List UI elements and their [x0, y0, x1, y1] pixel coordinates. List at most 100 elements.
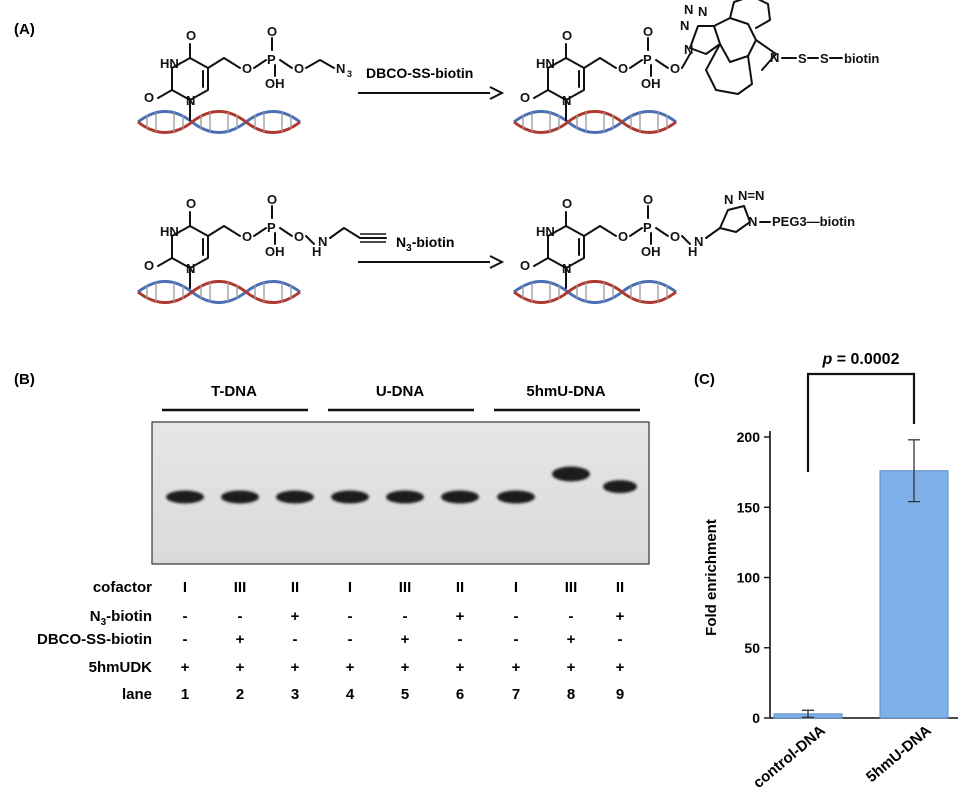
svg-text:O: O — [520, 90, 530, 105]
svg-text:N: N — [694, 234, 703, 249]
table-cell: - — [238, 608, 243, 625]
gel-band-lane-7 — [497, 490, 535, 504]
svg-text:HN: HN — [160, 224, 179, 239]
table-cell: II — [616, 579, 624, 596]
svg-text:O: O — [618, 229, 628, 244]
svg-text:O: O — [294, 229, 304, 244]
svg-text:H: H — [312, 244, 321, 259]
x-tick-label: control-DNA — [750, 722, 829, 792]
svg-text:N: N — [684, 42, 693, 57]
svg-text:P: P — [643, 52, 652, 67]
svg-text:O: O — [144, 90, 154, 105]
svg-text:S: S — [798, 51, 807, 66]
table-cell: - — [458, 631, 463, 648]
table-cell: - — [514, 631, 519, 648]
table-cell: I — [183, 579, 187, 596]
table-cell: I — [348, 579, 352, 596]
table-cell: - — [514, 608, 519, 625]
y-tick-label: 150 — [737, 499, 761, 515]
reagent-1: DBCO-SS-biotin — [366, 65, 473, 81]
gel-band-lane-3 — [276, 490, 314, 504]
table-cell: + — [401, 659, 410, 676]
panel-b-label: (B) — [14, 371, 35, 388]
svg-text:N: N — [680, 18, 689, 33]
gel-band-lane-1 — [166, 490, 204, 504]
product-2: HN O O N O P O OH O H N N N=N N PEG3—bio… — [512, 188, 855, 304]
svg-text:O: O — [670, 229, 680, 244]
svg-text:O: O — [144, 258, 154, 273]
svg-text:N=N: N=N — [738, 188, 764, 203]
table-cell: - — [183, 608, 188, 625]
svg-text:N: N — [318, 234, 327, 249]
reagent-2: N3-biotin — [396, 234, 454, 254]
reactant-1: HN O O N O P O OH O N 3 — [136, 24, 352, 134]
svg-text:OH: OH — [265, 244, 285, 259]
table-cell: III — [565, 579, 578, 596]
product-1: HN O O N O P O OH O N N N N N — [512, 0, 879, 134]
svg-text:N: N — [186, 93, 195, 108]
table-cell: + — [181, 659, 190, 676]
svg-text:3: 3 — [347, 69, 352, 79]
table-row-label: lane — [122, 686, 152, 703]
svg-text:N: N — [562, 93, 571, 108]
table-cell: - — [403, 608, 408, 625]
svg-text:S: S — [820, 51, 829, 66]
svg-text:P: P — [643, 220, 652, 235]
svg-text:P: P — [267, 52, 276, 67]
svg-text:N: N — [770, 50, 779, 65]
svg-text:O: O — [562, 196, 572, 211]
table-cell: + — [236, 631, 245, 648]
x-tick-label: 5hmU-DNA — [863, 722, 935, 786]
svg-text:HN: HN — [160, 56, 179, 71]
table-cell: 8 — [567, 686, 575, 703]
y-tick-label: 0 — [752, 710, 760, 726]
svg-text:biotin: biotin — [844, 51, 879, 66]
table-cell: II — [291, 579, 299, 596]
svg-text:N: N — [562, 261, 571, 276]
table-cell: - — [348, 631, 353, 648]
svg-text:OH: OH — [641, 244, 661, 259]
p-value-label: p = 0.0002 — [822, 351, 900, 368]
svg-text:O: O — [618, 61, 628, 76]
table-cell: - — [183, 631, 188, 648]
table-cell: + — [567, 659, 576, 676]
table-cell: 7 — [512, 686, 520, 703]
group-t-dna: T-DNA — [211, 383, 257, 400]
bar-5hmU-DNA — [879, 470, 949, 719]
table-cell: + — [236, 659, 245, 676]
svg-text:H: H — [688, 244, 697, 259]
table-cell: 1 — [181, 686, 189, 703]
svg-text:O: O — [294, 61, 304, 76]
table-cell: III — [234, 579, 247, 596]
table-cell: + — [291, 608, 300, 625]
reaction-arrow-2: N3-biotin — [358, 234, 505, 269]
y-tick-label: 200 — [737, 429, 761, 445]
table-cell: + — [291, 659, 300, 676]
svg-text:O: O — [186, 28, 196, 43]
reaction-arrow-1: DBCO-SS-biotin — [358, 65, 505, 100]
svg-text:HN: HN — [536, 224, 555, 239]
svg-text:N: N — [748, 214, 757, 229]
svg-text:O: O — [520, 258, 530, 273]
table-cell: - — [293, 631, 298, 648]
svg-text:N: N — [684, 2, 693, 17]
svg-text:O: O — [242, 61, 252, 76]
svg-text:O: O — [186, 196, 196, 211]
table-cell: + — [512, 659, 521, 676]
svg-text:O: O — [562, 28, 572, 43]
significance-bracket — [806, 372, 916, 472]
table-cell: II — [456, 579, 464, 596]
gel-band-lane-2 — [221, 490, 259, 504]
table-cell: 3 — [291, 686, 299, 703]
svg-text:N: N — [698, 4, 707, 19]
svg-text:HN: HN — [536, 56, 555, 71]
group-5hmu-dna: 5hmU-DNA — [526, 383, 605, 400]
svg-text:OH: OH — [265, 76, 285, 91]
y-tick-label: 100 — [737, 570, 761, 586]
table-cell: 5 — [401, 686, 409, 703]
gel-groups: T-DNA U-DNA 5hmU-DNA — [162, 383, 640, 412]
svg-text:P: P — [267, 220, 276, 235]
table-cell: 4 — [346, 686, 355, 703]
